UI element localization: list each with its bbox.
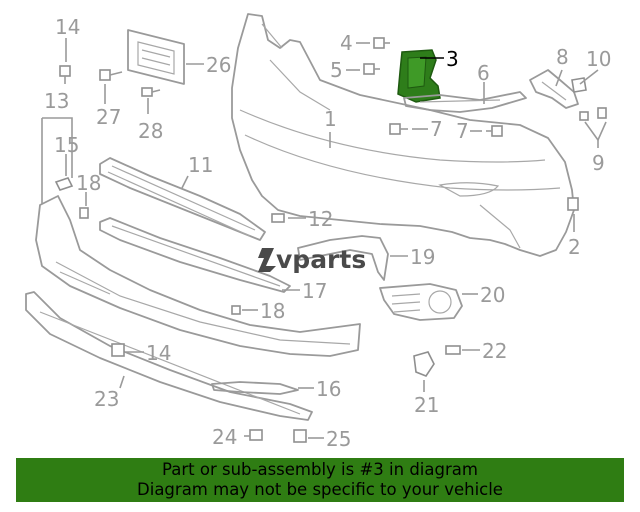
callout-5: 5 (330, 58, 343, 82)
bolt-icon-4 (373, 37, 390, 49)
callout-14-top: 14 (55, 15, 80, 39)
screw-icon-22 (445, 345, 461, 355)
bolt-icon-14-top (59, 65, 71, 84)
upper-grille (99, 157, 266, 241)
callout-18b: 18 (260, 299, 285, 323)
callout-1: 1 (324, 107, 337, 131)
callout-14-bottom: 14 (146, 341, 171, 365)
bolt-icon-5 (363, 63, 380, 75)
leader-lines (41, 38, 607, 439)
side-slide-bracket (529, 69, 579, 109)
clip-part-15 (54, 177, 74, 191)
callout-3-highlighted: 3 (446, 47, 459, 71)
screw-icon-9b (597, 107, 607, 119)
callout-10: 10 (586, 47, 611, 71)
clip-icon-25 (293, 429, 307, 443)
callout-8: 8 (556, 45, 569, 69)
clip-icon-14-bottom (111, 343, 125, 357)
vparts-logo-text: vparts (276, 245, 366, 274)
callout-26: 26 (206, 53, 231, 77)
callout-17: 17 (302, 279, 327, 303)
banner-line-1: Part or sub-assembly is #3 in diagram (162, 460, 478, 479)
screw-icon-9a (579, 111, 589, 121)
clip-part-21 (413, 351, 435, 377)
callout-19: 19 (410, 245, 435, 269)
lower-grille-strip (99, 217, 291, 293)
callout-7b: 7 (456, 119, 469, 143)
bolt-icon-18a (79, 207, 89, 219)
callout-12: 12 (308, 207, 333, 231)
clip-icon-24 (249, 429, 263, 441)
vparts-watermark: vparts (258, 245, 366, 274)
callout-28: 28 (138, 119, 163, 143)
bumper-exploded-diagram: 14 26 27 28 4 5 3 6 8 10 1 7 7 9 2 11 12… (25, 13, 611, 451)
callout-16: 16 (316, 377, 341, 401)
callout-18a: 18 (76, 171, 101, 195)
callout-11: 11 (188, 153, 213, 177)
callout-22: 22 (482, 339, 507, 363)
bolt-icon-7a (389, 123, 408, 135)
screw-icon-18b (231, 305, 241, 315)
callout-15: 15 (54, 133, 79, 157)
bolt-icon-7b (486, 125, 503, 137)
callout-25: 25 (326, 427, 351, 451)
lower-bumper-cover (35, 195, 361, 357)
vparts-logo-icon (258, 248, 276, 272)
callout-27: 27 (96, 105, 121, 129)
screw-icon-12 (271, 213, 285, 223)
callout-23: 23 (94, 387, 119, 411)
fasteners (59, 37, 607, 443)
callout-9: 9 (592, 151, 605, 175)
callout-21: 21 (414, 393, 439, 417)
callout-13: 13 (44, 89, 69, 113)
callout-24: 24 (212, 425, 237, 449)
trim-strip (211, 381, 299, 395)
callout-2: 2 (568, 235, 581, 259)
license-plate-bracket (127, 29, 185, 85)
bolt-icon-28 (141, 87, 161, 97)
lower-lip-spoiler (25, 291, 313, 421)
bolt-icon-2 (567, 197, 579, 211)
callout-labels: 14 26 27 28 4 5 3 6 8 10 1 7 7 9 2 11 12… (44, 15, 611, 451)
bolt-icon-27 (99, 69, 123, 81)
bumper-cover (231, 13, 575, 257)
callout-7a: 7 (430, 117, 443, 141)
highlighted-part-3-bracket (397, 49, 441, 103)
callout-4: 4 (340, 31, 353, 55)
callout-6: 6 (477, 61, 490, 85)
fog-light-bezel (379, 283, 463, 321)
info-banner: Part or sub-assembly is #3 in diagram Di… (16, 458, 624, 502)
banner-line-2: Diagram may not be specific to your vehi… (137, 480, 503, 499)
side-bracket-rail (403, 91, 527, 113)
corner-garnish (297, 235, 389, 281)
callout-20: 20 (480, 283, 505, 307)
